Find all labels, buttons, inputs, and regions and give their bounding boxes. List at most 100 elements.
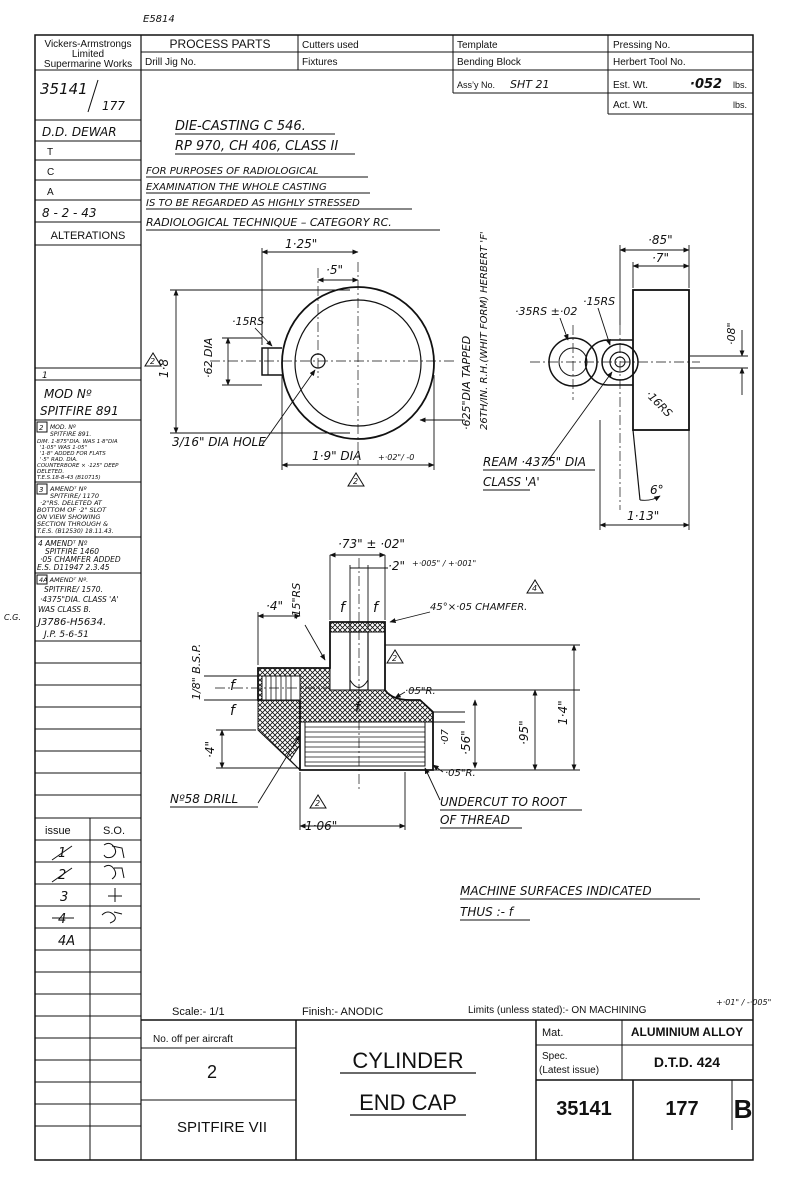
dim-05r-bottom: ·05"R. [445,768,476,779]
dim-125: 1·25" [285,237,317,251]
aircraft-name: SPITFIRE VII [177,1119,267,1136]
assy-no-value: SHT 21 [510,78,549,91]
title-block: Scale:- 1/1 Finish:- ANODIC Limits (unle… [141,998,771,1160]
alteration-1-number: 1 [42,371,48,381]
svg-text:COUNTERBORE × ·125" DEEP: COUNTERBORE × ·125" DEEP [37,463,119,469]
svg-text:T.E.S.18-8-43 (B10715): T.E.S.18-8-43 (B10715) [37,475,101,481]
radiological-technique: RADIOLOGICAL TECHNIQUE – CATEGORY RC. [146,216,392,229]
sheet-suffix: 177 [665,1098,698,1120]
svg-text:T.E.S. (B12530) 18.11.43.: T.E.S. (B12530) 18.11.43. [37,528,114,535]
svg-text:4A AMENDᵀ Nº.: 4A AMENDᵀ Nº. [39,576,88,584]
spec-note: RP 970, CH 406, CLASS II [175,139,338,154]
sheet-number: E5814 [143,14,175,25]
dim-19dia: 1·9" DIA [312,449,361,463]
title-line-2: END CAP [359,1090,457,1115]
mod-name: SPITFIRE 891 [40,404,119,418]
dim-6deg: 6° [650,483,664,497]
svg-text:·05 CHAMFER ADDED: ·05 CHAMFER ADDED [40,555,121,564]
sheet-border [34,34,754,1161]
herbert-tool-label: Herbert Tool No. [613,57,686,68]
svg-text:2: 2 [150,357,155,366]
svg-text:2: 2 [39,424,44,432]
dim-5: ·5" [326,263,343,277]
ream-class: CLASS 'A' [483,475,540,489]
tapped-note: ·625"DIA TAPPED [460,336,473,430]
svg-text:·4375"DIA. CLASS 'A': ·4375"DIA. CLASS 'A' [40,595,118,604]
outer-flange-circle [281,286,435,440]
title-line-1: CYLINDER [352,1048,463,1073]
svg-text:f: f [230,678,237,694]
mod-no-label: MOD Nº [44,387,92,401]
internal-thread [305,726,425,763]
radiological-line-3: IS TO BE REGARDED AS HIGHLY STRESSED [146,198,360,209]
lug [261,347,282,376]
limits-tolerance: +·01" / -·005" [716,998,771,1007]
svg-text:BOTTOM OF ·2" SLOT: BOTTOM OF ·2" SLOT [37,506,107,514]
cg-label: C.G. [4,613,21,622]
plan-view: 1·25" ·5" ·15RS ·62 DIA 1·8 2 3/16" DIA … [144,231,490,487]
dim-106: 1·06" [305,819,337,833]
issue-3: 3 [60,890,68,905]
issue-label: issue [45,825,71,837]
svg-text:·2"RS. DELETED AT: ·2"RS. DELETED AT [40,499,103,507]
dim-2-tolerance: +·005" / +·001" [412,559,476,568]
svg-text:f: f [230,703,237,719]
radiological-line-1: FOR PURPOSES OF RADIOLOGICAL [146,166,318,177]
so-initials-1 [103,842,125,859]
dim-4-top: ·4" [266,599,283,613]
undercut-line-1: UNDERCUT TO ROOT [440,795,568,809]
dim-113: 1·13" [627,509,659,523]
mat-value: ALUMINIUM ALLOY [631,1025,743,1039]
svg-text:f: f [355,700,362,716]
casting-notes: DIE-CASTING C 546. RP 970, CH 406, CLASS… [146,119,440,231]
header-table: Vickers-Armstrongs Limited Supermarine W… [35,35,753,115]
act-wt-unit: lbs. [733,100,747,110]
left-column: 35141 177 D.D. DEWAR T C A 8 - 2 - 43 AL… [35,79,141,1160]
svg-text:SPITFIRE/ 1570.: SPITFIRE/ 1570. [44,585,103,594]
dim-18: 1·8 [157,359,171,378]
dim-316-hole: 3/16" DIA HOLE [172,435,266,449]
svg-text:3: 3 [39,486,43,494]
svg-text:J.P. 5-6-51: J.P. 5-6-51 [42,630,89,640]
svg-text:'1·05" WAS 1·05": '1·05" WAS 1·05" [40,445,87,451]
dim-85: ·85" [648,233,673,247]
dim-35rs: ·35RS ±·02 [515,305,577,318]
svg-text:WAS CLASS B.: WAS CLASS B. [38,605,91,614]
alteration-4a: 4A AMENDᵀ Nº. SPITFIRE/ 1570. ·4375"DIA.… [36,574,118,640]
svg-text:MOD. Nº: MOD. Nº [50,424,76,431]
drawing-date: 8 - 2 - 43 [42,206,96,220]
svg-text:2: 2 [315,799,320,808]
limits-label: Limits (unless stated):- ON MACHINING [468,1005,647,1016]
dim-7: ·7" [652,251,669,265]
bending-block-label: Bending Block [457,57,522,68]
svg-text:SPITFIRE 891.: SPITFIRE 891. [50,431,91,438]
company-works: Supermarine Works [44,59,132,70]
thread-note: 26TH/IN. R.H.(WHIT FORM) HERBERT 'F' [479,231,490,430]
revision-triangle-2b [347,472,365,487]
dim-4-left: ·4" [203,741,217,758]
act-wt-label: Act. Wt. [613,100,648,111]
svg-text:E.S. D11947 2.3.45: E.S. D11947 2.3.45 [37,563,110,572]
dim-2: ·2" [388,559,405,573]
svg-text:'1·8" ADDED FOR FLATS: '1·8" ADDED FOR FLATS [40,451,106,457]
die-casting-note: DIE-CASTING C 546. [175,119,306,134]
alteration-3: 3 AMENDᵀ Nº SPITFIRE/ 1170 ·2"RS. DELETE… [36,483,114,535]
svg-text:SPITFIRE 1460: SPITFIRE 1460 [45,547,99,556]
svg-text:J3786-H5634.: J3786-H5634. [36,617,106,628]
dim-19-tolerance: +·02"/ -0 [378,453,414,462]
svg-text:4 AMENDᵀ Nº: 4 AMENDᵀ Nº [38,539,88,548]
dim-07: ·07 [440,728,451,745]
so-initials-2 [103,864,125,880]
issue-letter: B [734,1094,753,1124]
revision-triangle-2c [386,649,404,664]
svg-text:SPITFIRE/ 1170: SPITFIRE/ 1170 [50,492,99,500]
template-label: Template [457,40,498,51]
process-parts-label: PROCESS PARTS [170,37,271,51]
svg-text:DELETED.: DELETED. [37,469,64,475]
alteration-4: 4 AMENDᵀ Nº SPITFIRE 1460 ·05 CHAMFER AD… [37,539,121,572]
dim-05r-top: ·05"R. [405,686,436,697]
fixtures-label: Fixtures [302,57,338,68]
svg-text:ON VIEW SHOWING: ON VIEW SHOWING [37,513,100,521]
est-wt-value: ·052 [690,77,722,92]
dim-16rs: ·16RS [643,388,675,420]
